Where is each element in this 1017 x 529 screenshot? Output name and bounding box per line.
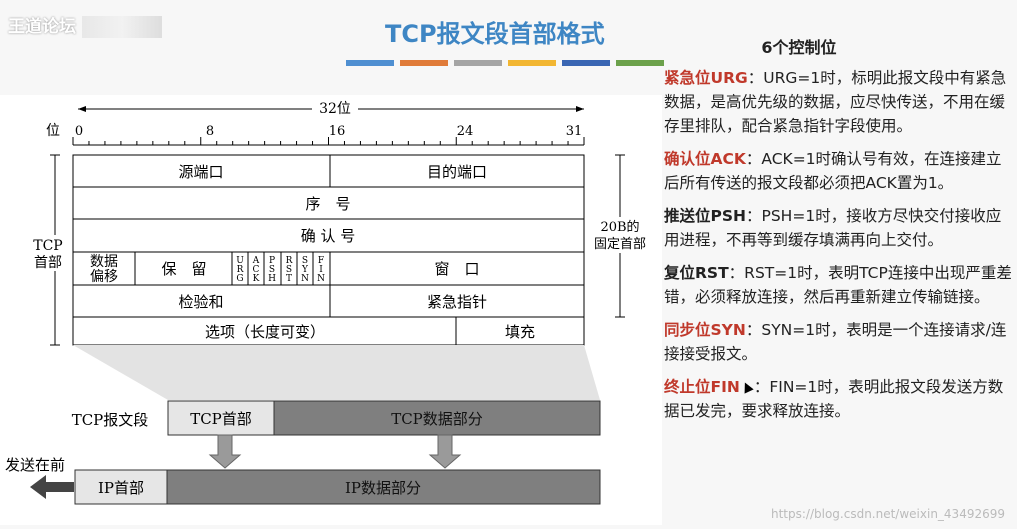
- field-urgent-ptr: 紧急指针: [427, 293, 487, 311]
- flag-letter: Y: [301, 265, 309, 275]
- tcp-header-label: TCP: [33, 238, 62, 254]
- field-checksum: 检验和: [178, 293, 223, 311]
- flag-letter: I: [319, 265, 323, 275]
- stripe: [562, 60, 610, 66]
- field-offset: 数据: [90, 254, 118, 270]
- watermark-text: 王道论坛: [8, 17, 76, 37]
- flag-letter: A: [252, 256, 260, 266]
- diagram-svg: 32位 位 0 8 16 24 31 TCP 首部 20B的 固定首部: [5, 100, 654, 505]
- tcp-header-label: 首部: [34, 255, 62, 271]
- control-bit-key: 复位RST: [664, 264, 729, 282]
- tcp-segment-label: TCP报文段: [72, 411, 149, 429]
- field-options: 选项（长度可变）: [205, 323, 325, 341]
- control-bit-desc: ：RST=1时，表明TCP连接中出现严重差错，必须释放连接，然后再重新建立传输链…: [664, 264, 1012, 306]
- bits-arrow-right: [576, 106, 584, 112]
- field-offset: 偏移: [90, 269, 118, 285]
- projection-shade: [73, 345, 600, 400]
- watermark-logo: [82, 16, 162, 38]
- tick-label: 16: [329, 124, 346, 139]
- ip-data-block: [166, 469, 601, 505]
- bit-label: 位: [46, 123, 60, 139]
- field-reserved: 保 留: [161, 260, 206, 278]
- control-bit-key: 同步位SYN: [664, 321, 746, 339]
- control-bit-desc: ：URG=1时，标明此报文段中有紧急数据，是高优先级的数据，应尽快传送，不用在缓…: [664, 69, 1007, 135]
- control-bit-key: 终止位FIN: [664, 378, 740, 396]
- ip-header-block-label: IP首部: [98, 479, 144, 497]
- tick-label: 31: [566, 124, 583, 139]
- watermark: 王道论坛: [8, 12, 162, 38]
- flag-letter: R: [237, 265, 244, 275]
- down-arrow: [428, 434, 462, 469]
- flag-letter: K: [253, 274, 260, 284]
- ruler-ticks: [72, 137, 585, 145]
- control-bit-syn: 同步位SYN：SYN=1时，表明是一个连接请求/连接接受报文。: [664, 318, 1014, 366]
- tick-label: 24: [457, 124, 474, 139]
- control-bits-panel: 6个控制位 紧急位URG：URG=1时，标明此报文段中有紧急数据，是高优先级的数…: [664, 36, 1014, 432]
- credit-watermark: https://blog.csdn.net/weixin_43492699: [770, 507, 1005, 521]
- tcp-header-block: [167, 400, 275, 436]
- field-seq: 序 号: [305, 195, 350, 213]
- send-first-label: 发送在前: [5, 456, 65, 474]
- flag-letter: H: [268, 274, 276, 284]
- control-bit-fin: 终止位FIN：FIN=1时，表明此报文段发送方数据已发完，要求释放连接。: [664, 375, 1014, 423]
- field-ack: 确 认 号: [301, 227, 356, 245]
- control-bit-desc: ：FIN=1时，表明此报文段发送方数据已发完，要求释放连接。: [664, 378, 1004, 420]
- control-bit-urg: 紧急位URG：URG=1时，标明此报文段中有紧急数据，是高优先级的数据，应尽快传…: [664, 66, 1014, 138]
- control-bit-desc: ：SYN=1时，表明是一个连接请求/连接接受报文。: [664, 321, 1007, 363]
- flag-letter: N: [301, 274, 309, 284]
- flag-letter: S: [302, 256, 308, 266]
- stripe: [454, 60, 502, 66]
- control-bit-key: 推送位PSH: [664, 207, 746, 225]
- control-bits-title: 6个控制位: [761, 38, 837, 57]
- stripe: [616, 60, 664, 66]
- flag-letter: U: [236, 256, 244, 266]
- flag-letter: P: [269, 256, 275, 266]
- stripe: [346, 60, 394, 66]
- flag-letter: R: [286, 256, 293, 266]
- tcp-data-block-label: TCP数据部分: [391, 410, 483, 428]
- tcp-header-block-label: TCP首部: [190, 410, 252, 428]
- field-window: 窗 口: [434, 260, 479, 278]
- field-src-port: 源端口: [178, 163, 223, 181]
- title-stripes: [346, 60, 664, 66]
- flag-letter: F: [318, 256, 324, 266]
- flag-letter: T: [286, 274, 292, 284]
- bits-arrow-left: [78, 106, 86, 112]
- fixed-header-label: 固定首部: [594, 237, 646, 252]
- control-bit-rst: 复位RST：RST=1时，表明TCP连接中出现严重差错，必须释放连接，然后再重新…: [664, 261, 1014, 309]
- flag-letter: C: [253, 265, 260, 275]
- slide-title: TCP报文段首部格式: [385, 20, 605, 48]
- ip-data-block-label: IP数据部分: [345, 479, 421, 497]
- control-bit-desc: ：PSH=1时，接收方尽快交付接收应用进程，不再等到缓存填满再向上交付。: [664, 207, 1002, 249]
- mouse-cursor-icon: [740, 380, 754, 394]
- control-bit-key: 确认位ACK: [664, 150, 746, 168]
- tcp-header-diagram: 32位 位 0 8 16 24 31 TCP 首部 20B的 固定首部: [0, 95, 662, 525]
- flag-letter: G: [236, 274, 243, 284]
- field-padding: 填充: [505, 323, 535, 341]
- tcp-data-block: [273, 400, 601, 436]
- flag-letter: S: [286, 265, 292, 275]
- control-bit-ack: 确认位ACK：ACK=1时确认号有效，在连接建立后所有传送的报文段都必须把ACK…: [664, 147, 1014, 195]
- bits-label-bg: [312, 100, 358, 116]
- control-bit-key: 紧急位URG: [664, 69, 748, 87]
- bits-label: 32位: [319, 101, 351, 117]
- stripe: [508, 60, 556, 66]
- down-arrow: [208, 434, 242, 469]
- tcp-header-label-bg: [30, 235, 70, 271]
- ip-header-block: [74, 469, 168, 505]
- fixed-header-label: 20B的: [600, 219, 639, 235]
- flag-letter: S: [269, 265, 275, 275]
- field-dst-port: 目的端口: [427, 163, 487, 181]
- tick-label: 8: [206, 124, 214, 139]
- send-direction-arrow: [30, 475, 74, 499]
- tick-label: 0: [75, 124, 83, 139]
- fixed-label-bg: [588, 217, 654, 253]
- stripe: [400, 60, 448, 66]
- control-bit-desc: ：ACK=1时确认号有效，在连接建立后所有传送的报文段都必须把ACK置为1。: [664, 150, 1002, 192]
- flag-letter: N: [317, 274, 325, 284]
- control-bit-psh: 推送位PSH：PSH=1时，接收方尽快交付接收应用进程，不再等到缓存填满再向上交…: [664, 204, 1014, 252]
